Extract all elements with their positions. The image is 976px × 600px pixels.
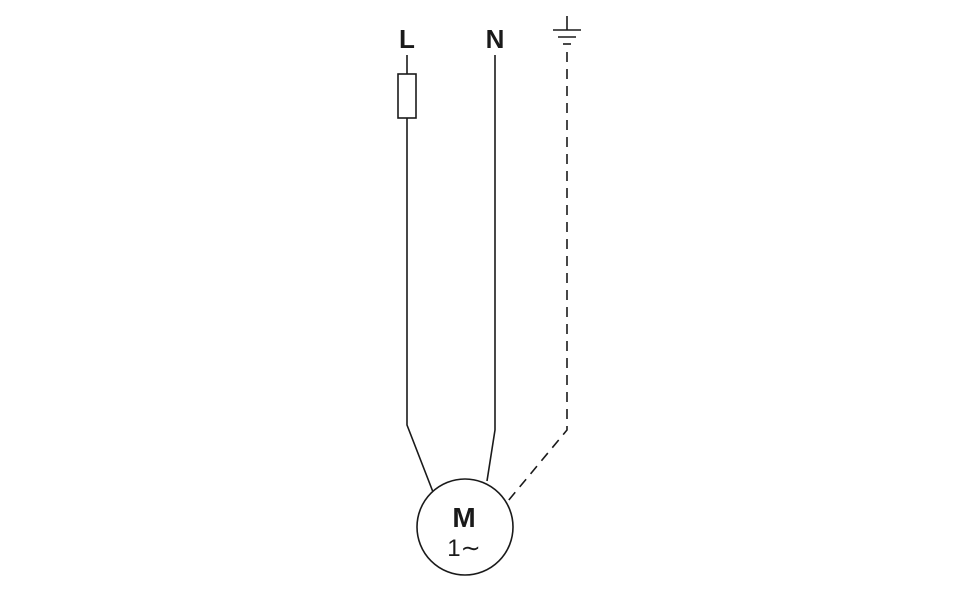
fuse-icon xyxy=(397,73,417,119)
phase-label: 1∼ xyxy=(447,535,480,562)
neutral-terminal-label: N xyxy=(486,24,505,54)
earth-wire-dashed xyxy=(507,52,568,502)
neutral-wire xyxy=(486,55,496,482)
line-wire xyxy=(406,118,434,493)
motor-circle xyxy=(416,478,514,576)
line-terminal-label: L xyxy=(399,24,415,54)
earth-ground-icon xyxy=(553,16,581,45)
motor-label: M xyxy=(452,502,475,533)
